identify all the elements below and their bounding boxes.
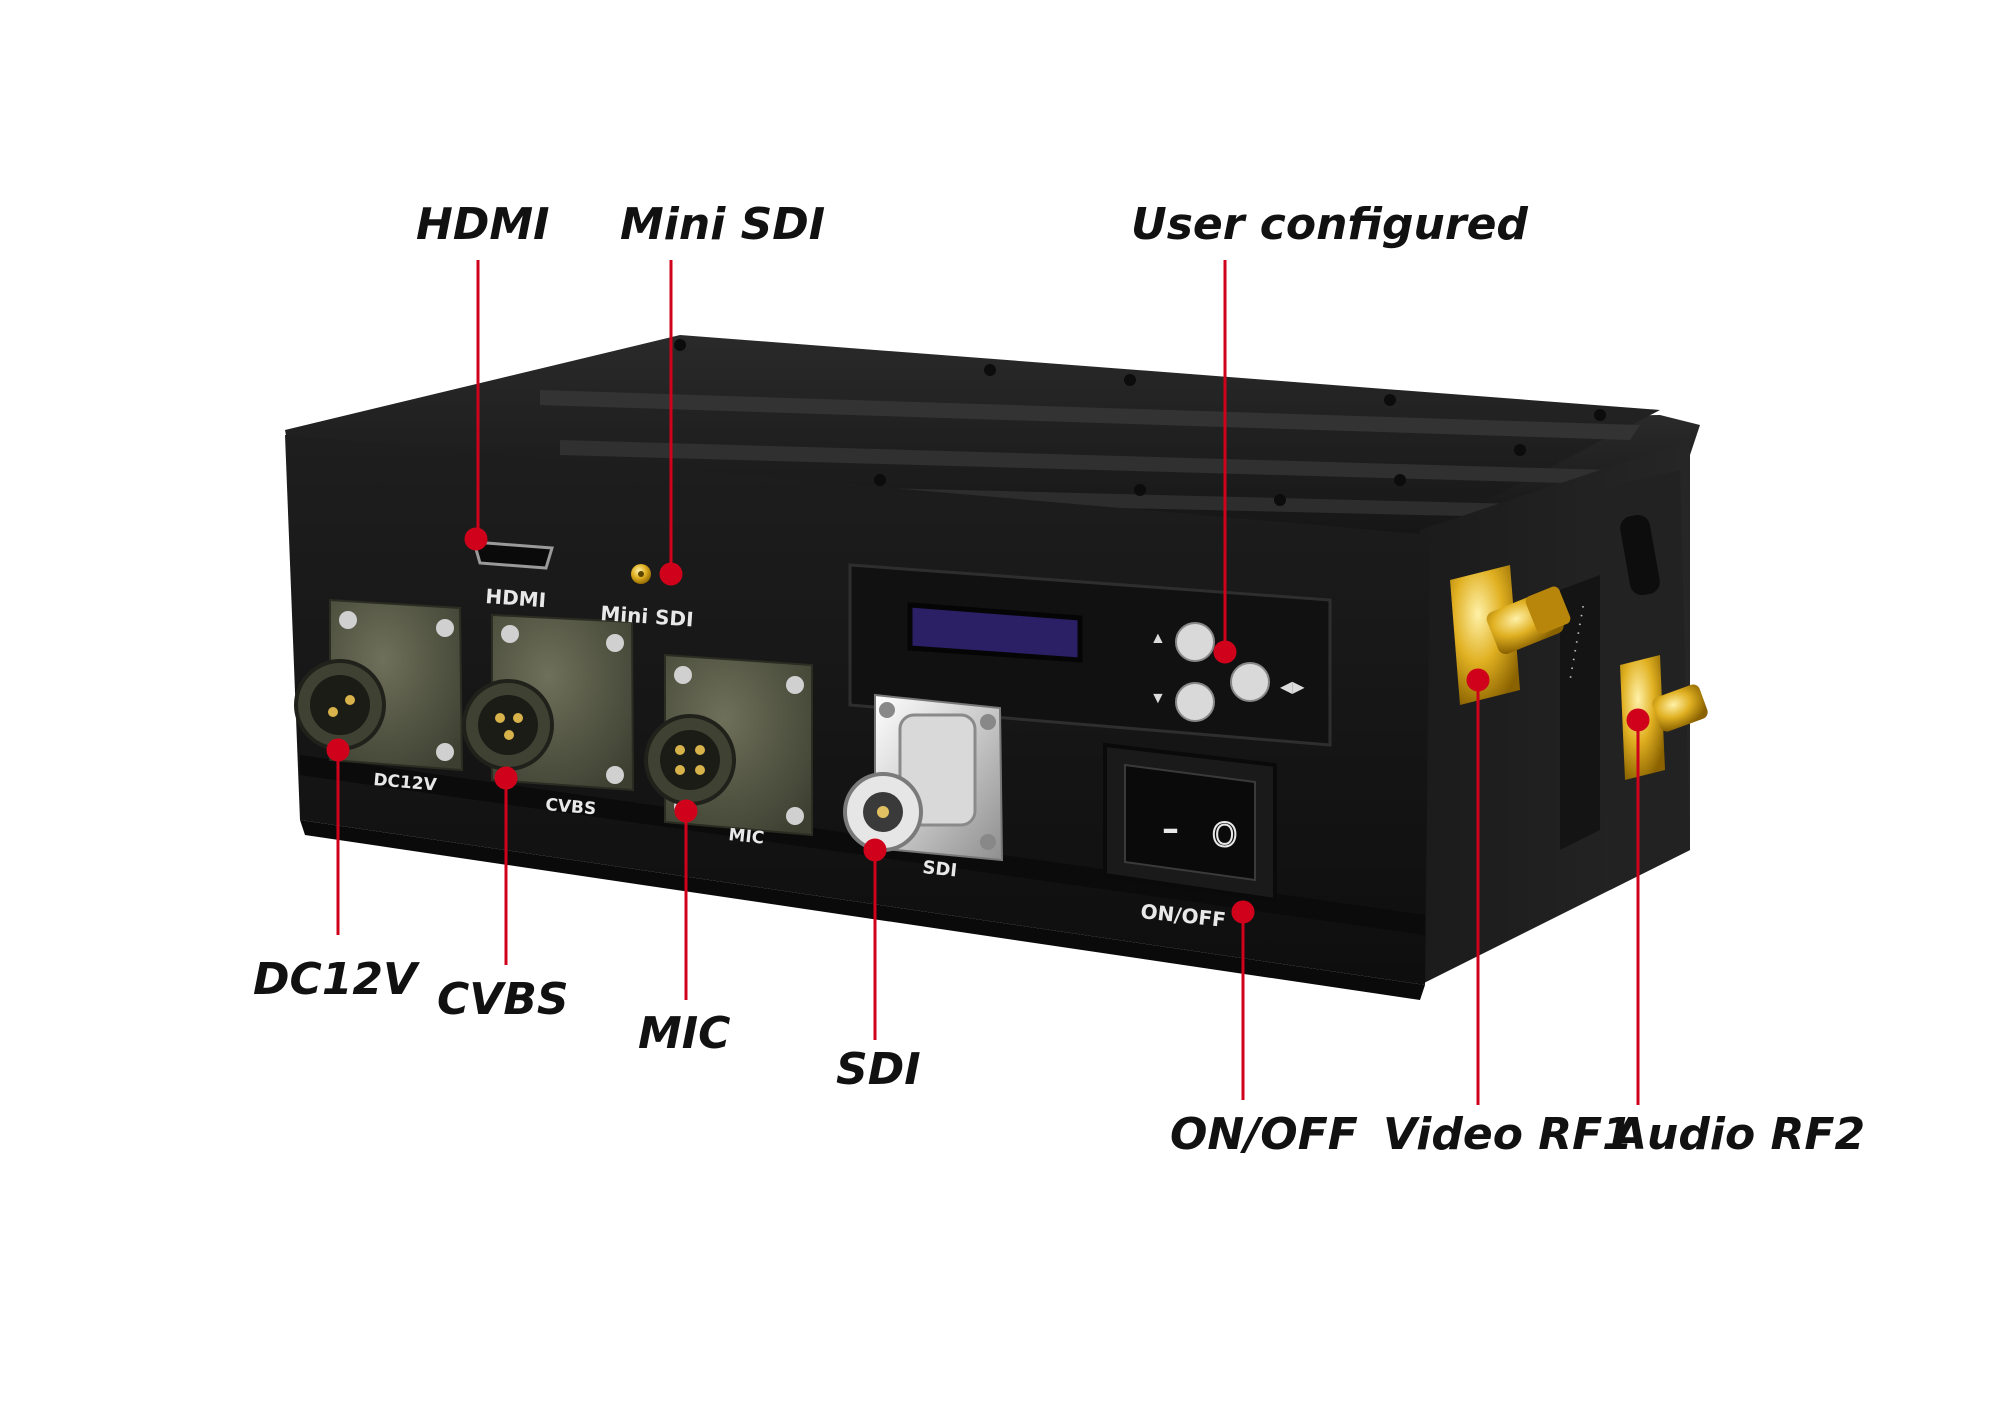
arrow-up-icon: ▲ bbox=[1150, 630, 1166, 647]
leader-sdi bbox=[863, 838, 887, 1040]
callout-sdi: SDI bbox=[836, 1044, 921, 1095]
panel-label-mic: MIC bbox=[727, 825, 765, 849]
video-rf1-sma-connector bbox=[1450, 565, 1571, 705]
panel-label-hdmi: HDMI bbox=[485, 584, 547, 612]
user-buttons: ▲ ▼ ◀▶ bbox=[1150, 622, 1305, 722]
callout-mic: MIC bbox=[638, 1008, 731, 1059]
leader-cvbs bbox=[494, 766, 518, 965]
callout-on-off: ON/OFF bbox=[1170, 1109, 1358, 1160]
leader-mic bbox=[674, 799, 698, 1000]
callout-hdmi: HDMI bbox=[416, 199, 550, 250]
dc12v-connector bbox=[294, 598, 464, 772]
leader-on-off bbox=[1231, 900, 1255, 1100]
leader-video-rf1 bbox=[1466, 668, 1490, 1105]
oled-display bbox=[907, 602, 1083, 663]
callout-cvbs: CVBS bbox=[437, 974, 569, 1025]
leader-lines bbox=[326, 260, 1650, 1105]
callout-dc12v: DC12V bbox=[253, 954, 418, 1005]
mini-sdi-port bbox=[631, 564, 651, 584]
callout-video-rf1: Video RF1 bbox=[1383, 1109, 1633, 1160]
cvbs-connector bbox=[462, 613, 635, 792]
arrow-down-icon: ▼ bbox=[1150, 690, 1166, 707]
panel-label-cvbs: CVBS bbox=[545, 795, 597, 819]
mic-connector bbox=[644, 653, 813, 837]
leader-user-configured bbox=[1213, 260, 1237, 664]
callout-audio-rf2: Audio RF2 bbox=[1613, 1109, 1866, 1160]
panel-label-sdi: SDI bbox=[921, 857, 958, 882]
leader-dc12v bbox=[326, 738, 350, 935]
callout-mini-sdi: Mini SDI bbox=[620, 199, 826, 250]
leader-mini-sdi bbox=[659, 260, 683, 586]
switch-on-symbol: O bbox=[1212, 816, 1237, 854]
leader-audio-rf2 bbox=[1626, 708, 1650, 1105]
power-rocker-switch: – O bbox=[1103, 742, 1277, 903]
arrow-left-right-icon: ◀▶ bbox=[1280, 679, 1305, 696]
switch-off-symbol: – bbox=[1162, 809, 1179, 849]
hdmi-port bbox=[471, 540, 554, 570]
sdi-bnc-connector bbox=[843, 693, 1004, 862]
leader-hdmi bbox=[464, 260, 488, 551]
callout-user-configured: User configured bbox=[1131, 199, 1528, 250]
